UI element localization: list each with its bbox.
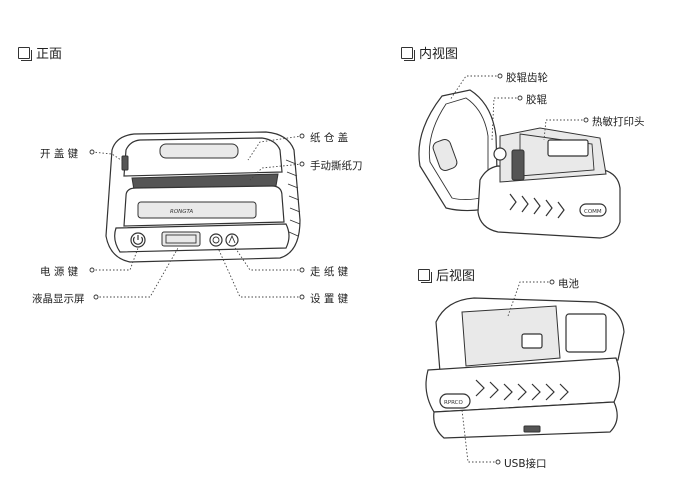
label-settings-key: 设 置 键: [310, 293, 349, 305]
back-leaders: [461, 279, 555, 465]
front-leaders: [89, 133, 305, 300]
label-manual-tear-knife: 手动撕纸刀: [310, 160, 363, 172]
back-view-title-text: 后视图: [436, 269, 476, 284]
front-view-title: 正面: [18, 43, 62, 62]
inner-view-title-text: 内视图: [419, 47, 459, 62]
checkbox-square-icon: [418, 268, 432, 283]
front-view-title-text: 正面: [36, 47, 63, 62]
label-lcd: 液晶显示屏: [32, 293, 85, 305]
inner-leaders: [449, 73, 589, 141]
label-power-key: 电 源 键: [40, 266, 79, 278]
label-roller-gear: 胶辊齿轮: [506, 72, 548, 84]
front-printer: RONGTA: [105, 131, 301, 263]
back-printer: [425, 297, 625, 439]
inner-printer: [418, 89, 621, 239]
label-battery: 电池: [558, 278, 579, 290]
checkbox-square-icon: [18, 46, 32, 61]
back-badge-text: RPRCO: [444, 400, 464, 406]
label-feed-key: 走 纸 键: [310, 266, 349, 278]
label-open-cover-key: 开 盖 键: [40, 148, 79, 160]
label-usb-port: USB接口: [504, 458, 547, 470]
checkbox-square-icon: [401, 46, 415, 61]
front-brand-text: RONGTA: [170, 209, 193, 215]
label-thermal-head: 热敏打印头: [592, 116, 645, 128]
inner-badge-text: COMM: [584, 209, 602, 215]
back-view-title: 后视图: [418, 265, 475, 284]
label-roller: 胶辊: [526, 94, 547, 106]
label-paper-cover: 纸 仓 盖: [310, 132, 349, 144]
inner-view-title: 内视图: [401, 43, 458, 62]
